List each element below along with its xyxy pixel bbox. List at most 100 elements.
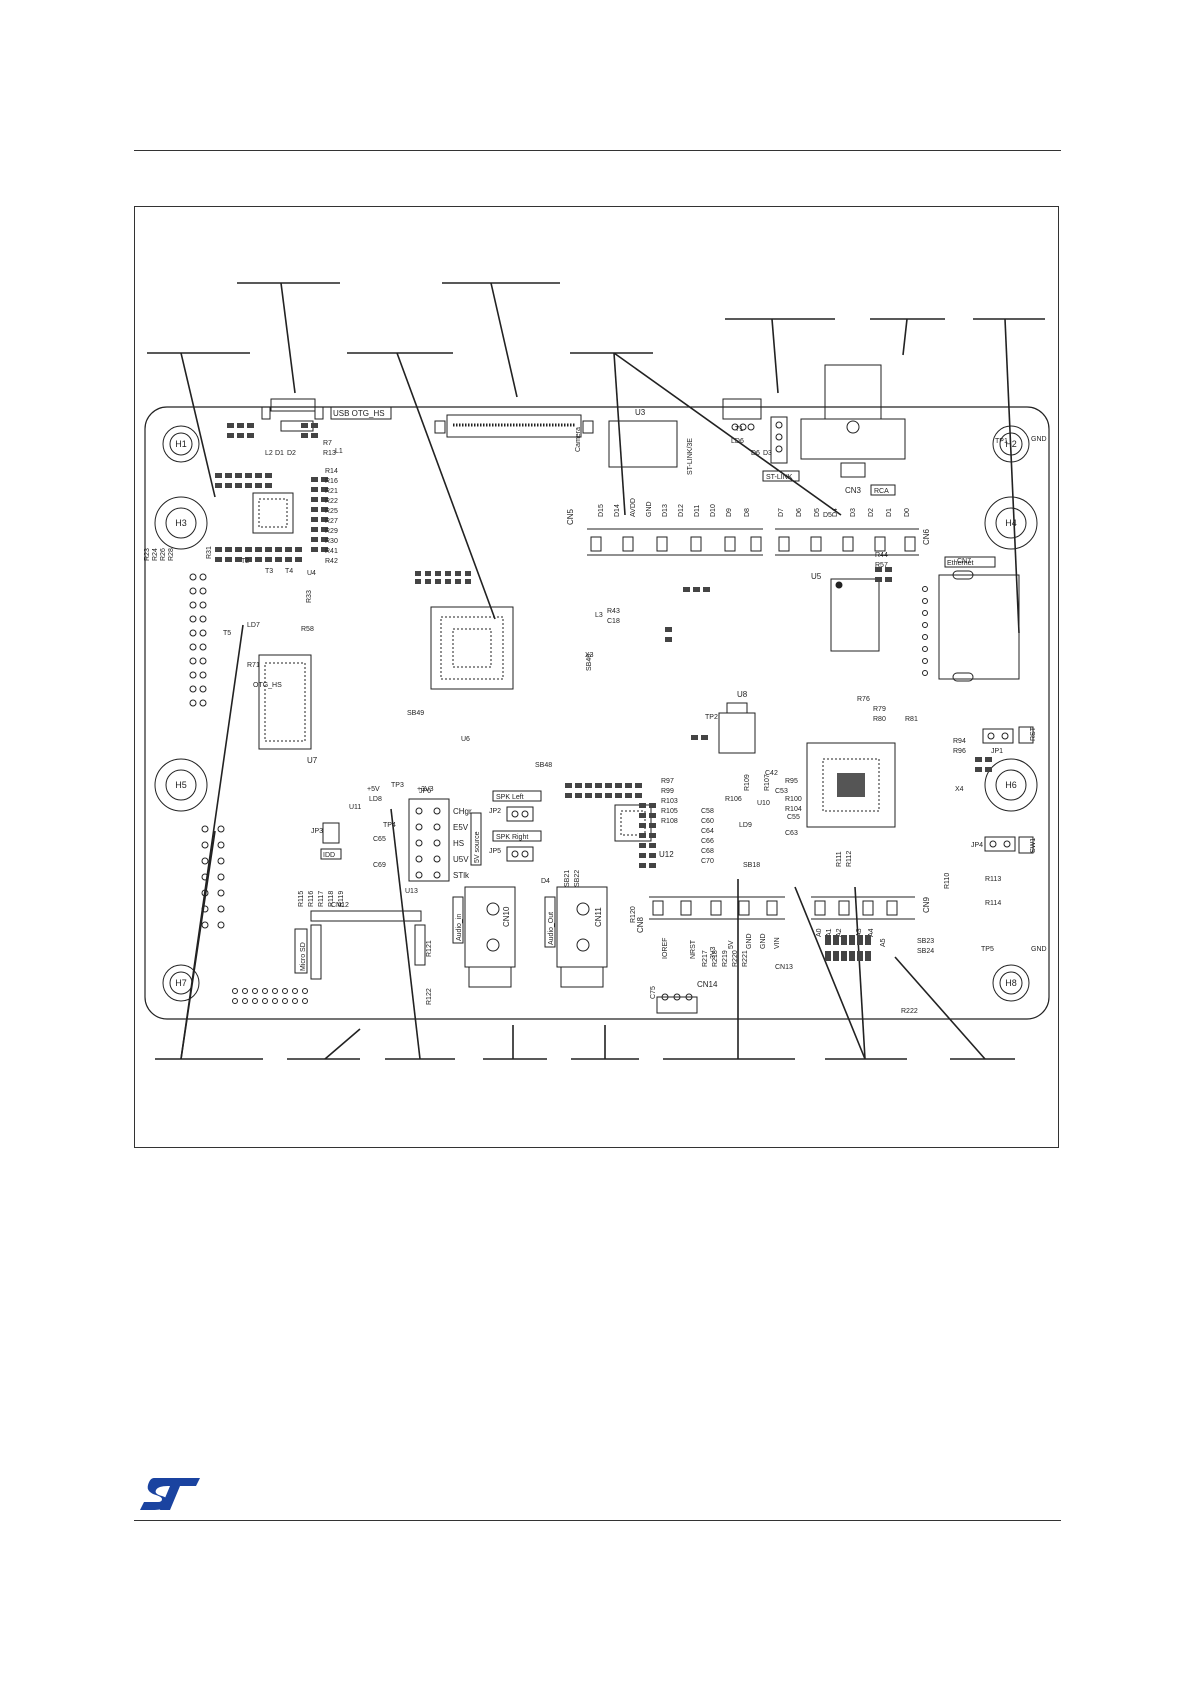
svg-text:R112: R112 [846,851,853,867]
rca-label: RCA [874,488,889,495]
svg-text:D1: D1 [275,450,284,457]
cn14-connector [656,993,698,1014]
spk-left-label: SPK Left [496,794,524,801]
svg-text:R16: R16 [325,478,338,485]
svg-text:R107: R107 [764,774,771,791]
pin-row-left [189,573,225,929]
svg-text:R31: R31 [206,546,213,559]
svg-text:D8: D8 [744,508,751,517]
cn4-stlink-header [770,416,788,464]
svg-text:R57: R57 [875,562,888,569]
svg-text:R28: R28 [168,548,175,561]
svg-text:D10: D10 [710,504,717,517]
arduino-header-bottom-analog [811,896,915,920]
arduino-top-labels: D15 D14 AVDD GND D13 D12 D11 D10 D9 D8 D… [598,498,911,517]
svg-text:AVDD: AVDD [630,498,637,517]
ic-u5 [830,578,880,652]
ethernet-label: Ethernet [947,560,974,567]
svg-text:C63: C63 [785,830,798,837]
svg-text:U13: U13 [405,888,418,895]
svg-text:D5: D5 [814,508,821,517]
svg-text:R30: R30 [325,538,338,545]
svg-text:R218: R218 [712,950,719,967]
svg-text:R44: R44 [875,552,888,559]
svg-text:R22: R22 [325,498,338,505]
svg-text:CN9: CN9 [922,896,931,913]
svg-text:R217: R217 [702,950,709,967]
svg-text:R27: R27 [325,518,338,525]
five-v-source-label: 5V source [474,831,481,863]
svg-text:U7: U7 [307,756,318,765]
svg-text:H1: H1 [175,439,187,449]
svg-text:LD8: LD8 [369,796,382,803]
svg-text:U8: U8 [737,690,748,699]
svg-text:JP3: JP3 [311,828,323,835]
svg-text:C75: C75 [650,986,657,999]
svg-text:TP4: TP4 [383,822,396,829]
svg-text:A1: A1 [826,928,833,937]
ic-u3 [608,420,678,468]
svg-text:SB24: SB24 [917,948,934,955]
svg-text:TP2: TP2 [705,714,718,721]
svg-text:C69: C69 [373,862,386,869]
svg-text:R114: R114 [985,900,1001,907]
svg-text:R118: R118 [328,891,335,907]
svg-text:R25: R25 [325,508,338,515]
svg-text:D2: D2 [287,450,296,457]
svg-text:X3: X3 [585,652,594,659]
svg-text:D3: D3 [850,508,857,517]
svg-text:T5: T5 [223,630,231,637]
svg-text:L3: L3 [595,612,603,619]
svg-text:GND: GND [1031,436,1047,443]
svg-text:IOREF: IOREF [662,938,669,959]
svg-text:CN7: CN7 [957,558,971,565]
svg-text:D0: D0 [904,508,911,517]
svg-text:R99: R99 [661,788,674,795]
svg-text:CN6: CN6 [922,528,931,545]
svg-text:STlk: STlk [453,871,470,880]
svg-text:D3: D3 [763,450,772,457]
sw1-button [1018,836,1034,854]
svg-text:D5: D5 [823,512,832,519]
svg-text:R221: R221 [742,950,749,967]
svg-text:R41: R41 [325,548,338,555]
main-mcu-bga [430,606,514,690]
audio-in-label: Audio_in [456,914,463,941]
svg-text:CHgr: CHgr [453,807,472,816]
svg-text:D7: D7 [778,508,785,517]
camera-label: Camera [575,427,582,452]
svg-text:U5V: U5V [453,855,469,864]
svg-text:D11: D11 [694,505,701,517]
resistor-column-center: R97 R99 R103 R105 R108 C58 C60 C64 C66 C… [661,778,714,865]
svg-text:SB23: SB23 [917,938,934,945]
svg-text:LD7: LD7 [247,622,260,629]
svg-text:C18: C18 [607,618,620,625]
svg-text:A5: A5 [880,938,887,947]
svg-text:H5: H5 [175,780,187,790]
svg-text:R122: R122 [426,988,433,1005]
svg-text:SB22: SB22 [574,870,581,887]
header-rule [134,150,1061,151]
resistor-column-lower: R115 R116 R117 R118 R119 [298,891,345,907]
svg-text:R109: R109 [744,774,751,791]
rst-button [1018,726,1034,744]
svg-text:R121: R121 [426,940,433,957]
svg-text:OTG_HS: OTG_HS [253,682,282,689]
svg-text:A3: A3 [856,928,863,937]
svg-text:R80: R80 [873,716,886,723]
resistor-column-bottom: R217 R218 R219 R220 R221 [702,950,749,967]
board-layout-diagram: H1 H2 H3 H4 H5 H6 H7 H8 USB OTG_HS Camer… [144,282,1050,1060]
svg-text:SB49: SB49 [407,710,424,717]
svg-text:R7: R7 [323,440,332,447]
micro-sd-slot [310,910,426,980]
svg-text:TP1: TP1 [995,438,1008,445]
callout-lines-bottom [155,624,1015,1060]
svg-text:A2: A2 [836,928,843,937]
svg-text:SB18: SB18 [743,862,760,869]
svg-text:C70: C70 [701,858,714,865]
svg-text:R119: R119 [338,891,345,907]
ethernet-box [944,556,996,568]
svg-text:R95: R95 [785,778,798,785]
svg-text:C65: C65 [373,836,386,843]
svg-text:C55: C55 [787,814,800,821]
